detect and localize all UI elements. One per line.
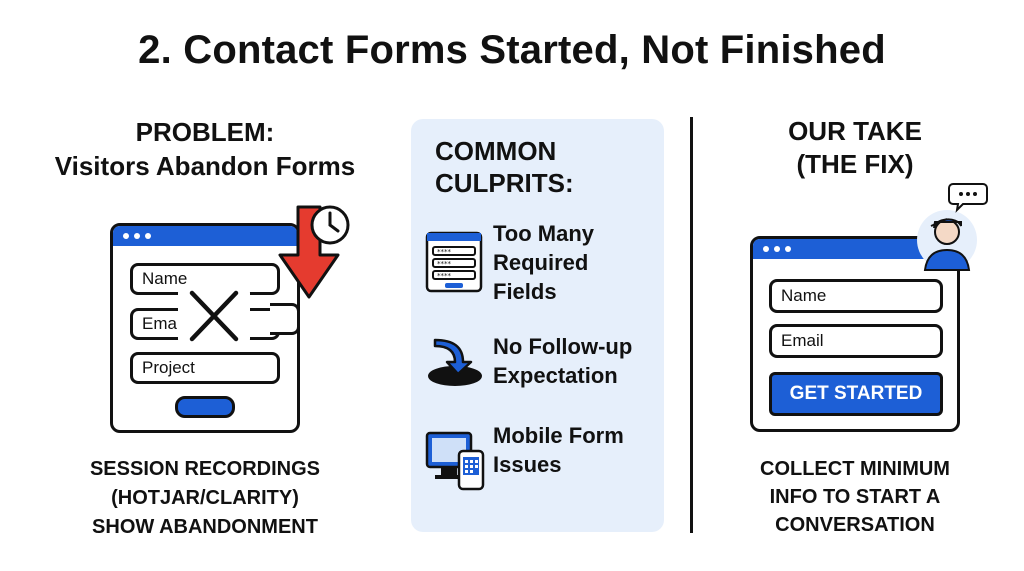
culprits-heading: COMMON CULPRITS: (435, 135, 574, 199)
form-fields-icon: **** **** **** (425, 231, 483, 293)
fix-caption: COLLECT MINIMUM INFO TO START A CONVERSA… (700, 455, 1010, 539)
x-mark-icon (178, 285, 250, 347)
culprit-item-required-fields: **** **** **** Too Many Required Fields (423, 219, 663, 309)
fix-caption-line2: INFO TO START A (769, 486, 941, 508)
page-title: 2. Contact Forms Started, Not Finished (138, 28, 886, 72)
problem-heading: PROBLEM: Visitors Abandon Forms (20, 115, 390, 183)
culprit-item-mobile: Mobile Form Issues (423, 421, 663, 511)
person-thinking-icon (917, 210, 977, 271)
culprit-text-required-fields: Too Many Required Fields (493, 221, 595, 304)
svg-text:****: **** (437, 272, 452, 280)
culprits-heading-line2: CULPRITS: (435, 168, 574, 198)
form-field-project: Project (130, 352, 280, 384)
browser-window-icon: Name Ema Project (110, 223, 300, 433)
problem-heading-line1: PROBLEM: (135, 117, 275, 147)
culprit-text-mobile: Mobile Form Issues (493, 423, 624, 477)
problem-heading-line2: Visitors Abandon Forms (54, 151, 356, 181)
problem-caption: SESSION RECORDINGS (HOTJAR/CLARITY) SHOW… (20, 455, 390, 542)
svg-text:****: **** (437, 260, 452, 268)
fix-heading-line1: OUR TAKE (788, 116, 922, 146)
problem-caption-line3: SHOW ABANDONMENT (92, 516, 318, 538)
devices-icon (425, 431, 485, 491)
falling-arrow-hole-icon (428, 338, 482, 386)
fix-field-email: Email (769, 324, 943, 358)
fix-field-name: Name (769, 279, 943, 313)
column-divider (690, 117, 693, 533)
svg-text:****: **** (437, 248, 452, 256)
speech-bubble-icon (948, 183, 988, 213)
fix-caption-line3: CONVERSATION (775, 514, 935, 536)
culprit-item-follow-up: No Follow-up Expectation (423, 332, 663, 422)
clock-icon (310, 205, 350, 245)
culprit-text-follow-up: No Follow-up Expectation (493, 334, 633, 388)
fix-caption-line1: COLLECT MINIMUM (760, 458, 950, 480)
abandoned-form-illustration: Name Ema Project (110, 203, 350, 433)
simple-form-illustration: Name Email GET STARTED (745, 183, 988, 438)
fix-heading-line2: (THE FIX) (796, 149, 914, 179)
problem-section: PROBLEM: Visitors Abandon Forms Name Ema… (20, 115, 390, 538)
culprits-panel: COMMON CULPRITS: **** **** **** Too Many… (411, 119, 664, 532)
submit-button-shape (175, 396, 235, 418)
fix-heading: OUR TAKE (THE FIX) (700, 115, 1010, 181)
problem-caption-line2: (HOTJAR/CLARITY) (111, 487, 299, 509)
culprits-heading-line1: COMMON (435, 136, 557, 166)
field-extension (270, 303, 300, 335)
problem-caption-line1: SESSION RECORDINGS (89, 458, 321, 480)
get-started-button: GET STARTED (769, 372, 943, 416)
